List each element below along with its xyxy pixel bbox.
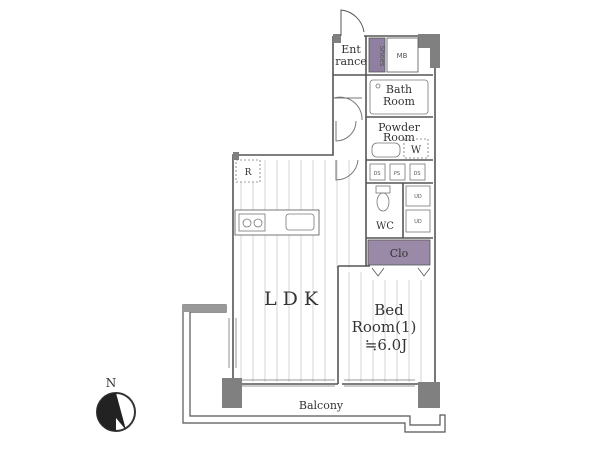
ud-box-1 — [405, 185, 431, 207]
hall-doors — [333, 96, 363, 181]
shoe-box — [368, 37, 386, 73]
ps-label: PS — [394, 171, 400, 177]
closet-label: Clo — [390, 247, 409, 260]
burner-icon — [253, 218, 263, 228]
balcony-wall-block — [183, 305, 226, 312]
entrance-label-2: rance — [335, 55, 367, 68]
entrance-label-1: Ent — [341, 43, 361, 56]
compass-north-label: N — [106, 376, 117, 390]
duct-spaces — [369, 163, 426, 181]
bedroom-label-1: Bed — [374, 301, 404, 319]
mb-label: MB — [397, 52, 408, 60]
compass-half-fill — [97, 393, 116, 431]
wall-columns — [222, 34, 440, 408]
meter-box — [386, 37, 419, 73]
floor-hatching — [240, 160, 422, 382]
washer-label: W — [411, 145, 422, 156]
toilet-icon — [375, 185, 391, 212]
bathtub — [369, 79, 429, 115]
entrance-door — [340, 9, 365, 36]
powder-label-1: Powder — [378, 121, 421, 134]
refrigerator-label: R — [245, 168, 252, 178]
washbasin — [371, 142, 401, 158]
bedroom-size: ≒6.0J — [365, 336, 407, 354]
ud-label-2: UD — [414, 219, 422, 225]
refrigerator — [235, 159, 261, 183]
ds-label-1: DS — [373, 171, 380, 177]
compass: N — [96, 376, 136, 432]
ldk-label: L D K — [264, 288, 319, 310]
ud-box-2 — [405, 209, 431, 233]
washer-pan — [403, 138, 429, 159]
bath-drain — [375, 83, 381, 89]
burner-icon — [242, 218, 252, 228]
closet — [367, 239, 431, 266]
bedroom-label-2: Room(1) — [352, 318, 417, 336]
kitchen-sink — [285, 213, 315, 231]
ldk-west-window — [228, 318, 237, 368]
shoe-box-label: Shoes — [378, 45, 386, 66]
ds-label-2: DS — [413, 171, 420, 177]
wc-label: WC — [376, 221, 394, 232]
powder-label-2: Room — [383, 131, 416, 144]
ud-label-1: UD — [414, 194, 422, 200]
stove — [238, 213, 266, 232]
closet-doors — [371, 267, 431, 277]
bath-label-1: Bath — [386, 83, 412, 96]
balcony-label: Balcony — [299, 399, 344, 412]
balcony-sliding-doors — [242, 379, 415, 387]
bath-label-2: Room — [383, 95, 416, 108]
